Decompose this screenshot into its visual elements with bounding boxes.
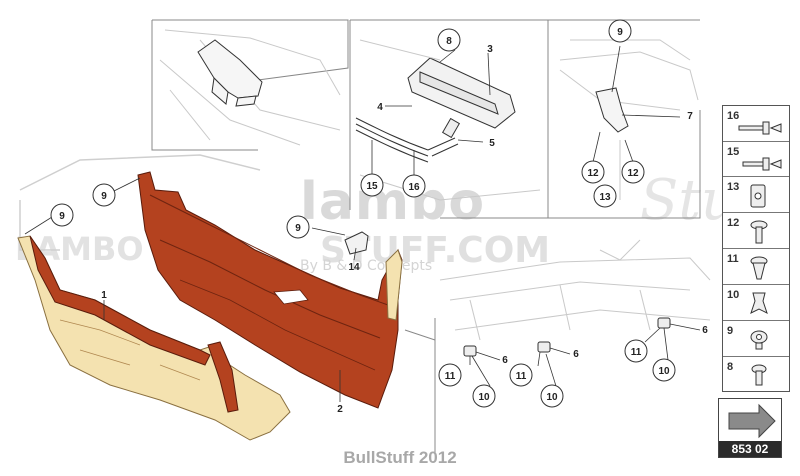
clip-nut-icon [750,184,766,208]
legend-row: 10 [723,284,789,321]
callout-16-circle [402,174,426,198]
legend-row: 8 [723,356,789,392]
callout-4: 4 [377,102,383,113]
grommet-icon [750,330,768,350]
callout-8-circle [437,28,461,52]
callout-10b: 10 [546,392,558,403]
fastener-legend: 16 15 13 12 11 10 9 8 [722,105,790,392]
callout-labels: 8 3 4 5 15 16 9 9 9 9 14 7 12 12 13 1 2 … [59,27,708,415]
callout-9a-circle [92,183,116,207]
ghost-car-main [19,154,261,251]
clip-parts [463,317,671,357]
callout-12b-circle [621,160,645,184]
callout-9d-circle [608,19,632,43]
screw-icon [750,220,768,244]
callout-13: 13 [599,192,611,203]
callout-10c-circle [652,358,676,382]
callout-9c: 9 [295,223,301,234]
callout-10c: 10 [658,366,670,377]
callout-7: 7 [687,111,693,122]
legend-row: 9 [723,320,789,357]
push-clip-icon [750,256,768,280]
callout-6c: 6 [702,325,708,336]
panel-part-2 [137,171,403,409]
expansion-clip-icon [750,292,768,314]
legend-item-number: 8 [727,361,734,373]
callout-16: 16 [408,182,420,193]
callout-9d: 9 [617,27,623,38]
callout-10a-circle [472,384,496,408]
callout-1: 1 [101,290,107,301]
callout-6a: 6 [502,355,508,366]
legend-item-number: 13 [727,181,740,193]
callout-11a: 11 [445,371,456,382]
rod-assembly [355,117,461,163]
cover-part-3 [407,57,516,129]
bracket-part-14 [344,231,369,255]
callout-5: 5 [489,138,495,149]
legend-row: 11 [723,248,789,285]
callout-11b: 11 [516,371,527,382]
callout-2: 2 [337,404,343,415]
legend-row: 13 [723,176,789,213]
legend-row: 16 [723,106,789,141]
bolt-short-icon [742,157,782,171]
legend-item-number: 16 [727,110,740,122]
ghost-car-top-left [159,29,341,146]
callout-12a: 12 [587,168,599,179]
callout-15: 15 [366,181,378,192]
legend-item-number: 10 [727,289,740,301]
callout-9b: 9 [59,211,65,222]
legend-row: 15 [723,141,789,177]
callout-8: 8 [446,36,452,47]
callout-9b-circle [50,203,74,227]
callout-circles [50,19,676,408]
callout-11b-circle [509,363,533,387]
callout-10a: 10 [478,392,490,403]
callout-9a: 9 [101,191,107,202]
callout-15-circle [360,173,384,197]
callout-11a-circle [438,363,462,387]
callout-12a-circle [581,160,605,184]
bolt-head-icon [751,364,767,386]
ghost-car-lower-right [439,239,711,341]
callout-12b: 12 [627,168,639,179]
footer-credit: BullStuff 2012 [343,448,457,467]
bolt-long-icon [738,121,782,135]
legend-item-number: 15 [727,146,740,158]
bracket-part-7 [595,87,629,133]
inset-frames [151,19,701,455]
legend-row: 12 [723,212,789,249]
callout-11c: 11 [631,347,642,358]
watermark-lambo: lambo [300,172,486,232]
leader-lines [24,45,701,402]
callout-6b: 6 [573,349,579,360]
ghost-lines-top-middle [359,39,541,201]
legend-item-number: 11 [727,253,739,265]
liner-part-1 [17,235,291,441]
legend-item-number: 9 [727,325,734,337]
legend-item-number: 12 [727,217,740,229]
callout-3: 3 [487,44,493,55]
callout-10b-circle [540,384,564,408]
callout-14: 14 [348,262,360,273]
page-reference-box: 853 02 [718,398,782,458]
bracket-part [197,39,263,107]
callout-11c-circle [624,339,648,363]
callout-9c-circle [286,215,310,239]
callout-13-circle [593,184,617,208]
page-number: 853 02 [719,441,781,457]
arrow-icon [728,403,776,439]
